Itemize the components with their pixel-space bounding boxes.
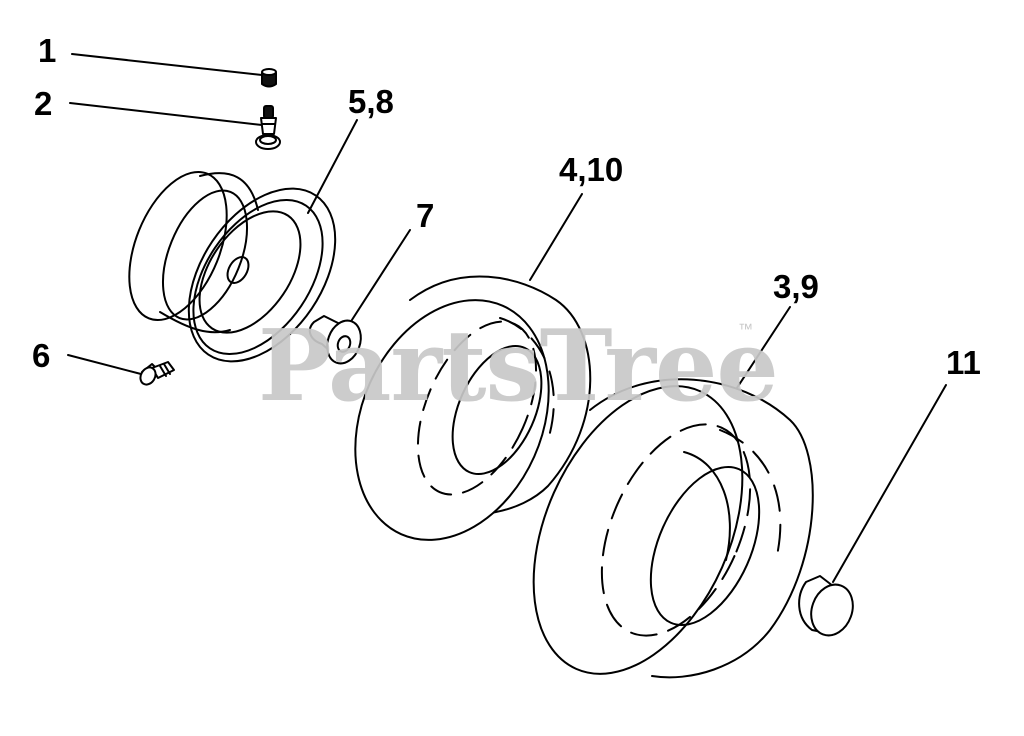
rear-tire-part: [532, 378, 814, 679]
leader-lines: [67, 53, 947, 583]
callout-4-10: 4,10: [559, 151, 624, 188]
callout-2: 2: [34, 85, 53, 122]
valve-cap-part: [261, 68, 277, 88]
rim-part: [128, 170, 337, 363]
valve-stem-part: [255, 105, 281, 150]
hub-cap-part: [798, 575, 854, 637]
callout-7: 7: [416, 197, 435, 234]
callout-6: 6: [32, 337, 51, 374]
trademark-symbol: ™: [738, 321, 753, 338]
callout-5-8: 5,8: [348, 83, 394, 120]
bushing-part: [308, 315, 362, 365]
grease-fitting-part: [139, 361, 175, 386]
watermark-logo: PartsTree: [258, 309, 779, 424]
front-tire-part: [354, 275, 592, 541]
callout-11: 11: [946, 344, 981, 381]
callout-1: 1: [38, 32, 57, 69]
callout-3-9: 3,9: [773, 268, 819, 305]
